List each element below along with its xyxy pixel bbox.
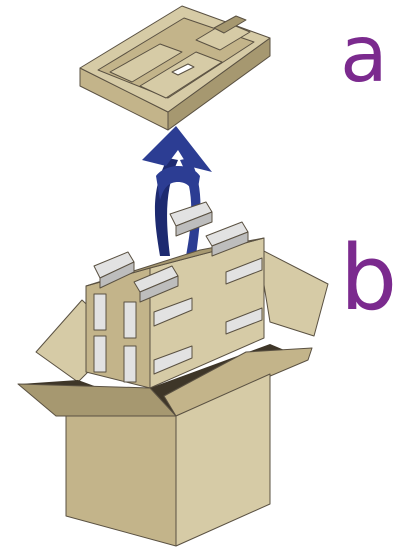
tray-divider bbox=[213, 15, 247, 34]
box-front-face bbox=[65, 415, 177, 547]
box-side-face bbox=[175, 373, 271, 547]
front-pad-2 bbox=[123, 301, 137, 339]
corner-pad-top-2-side bbox=[139, 275, 179, 303]
corner-pad-top-4-side bbox=[211, 231, 249, 257]
front-pad-4 bbox=[123, 345, 137, 383]
corner-pad-top-3-side bbox=[175, 211, 213, 237]
tray-slot bbox=[171, 63, 195, 76]
tray-compartment-left bbox=[109, 43, 183, 83]
side-pad-3 bbox=[153, 345, 193, 375]
corner-pad-top-1-side bbox=[99, 261, 135, 289]
arrow-body bbox=[156, 166, 200, 200]
box-back-flap-right bbox=[257, 247, 329, 337]
tray-compartment-mid bbox=[139, 51, 223, 99]
step-label-a: a bbox=[340, 10, 388, 100]
cardboard-box bbox=[17, 201, 329, 547]
arrow-head bbox=[142, 126, 212, 172]
front-pad-3 bbox=[93, 335, 107, 373]
cardboard-tray bbox=[79, 5, 271, 131]
front-pad-1 bbox=[93, 293, 107, 331]
box-front-flap-right bbox=[163, 347, 313, 417]
side-pad-1 bbox=[153, 297, 193, 327]
step-label-b: b bbox=[340, 226, 398, 331]
packed-unit bbox=[85, 201, 265, 389]
curved-arrow-up-icon bbox=[142, 126, 212, 256]
side-pad-2 bbox=[225, 257, 263, 285]
side-pad-4 bbox=[225, 307, 263, 335]
